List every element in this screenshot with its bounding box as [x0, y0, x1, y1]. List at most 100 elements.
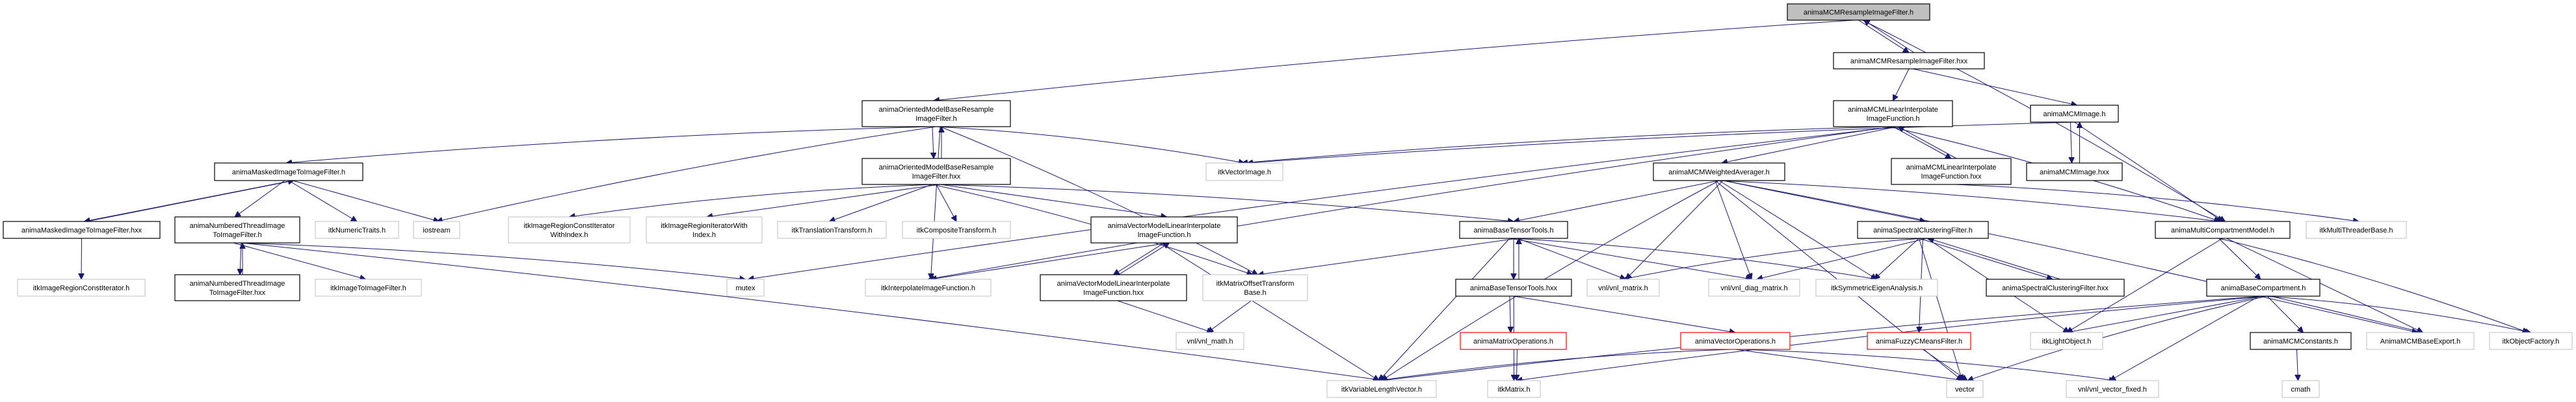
node-base-tensor-h[interactable]: animaBaseTensorTools.h	[1459, 221, 1568, 239]
node-vector[interactable]: vector	[1946, 380, 1984, 398]
edge-numbered_h-to-numbered_hxx	[240, 242, 241, 275]
node-masked-h[interactable]: animaMaskedImageToImageFilter.h	[214, 162, 363, 181]
node-box	[214, 162, 363, 181]
node-fuzzy-cmeans[interactable]: animaFuzzyCMeansFilter.h	[1867, 332, 1971, 350]
node-label: vnl/vnl_matrix.h	[1598, 284, 1648, 292]
node-mutex[interactable]: mutex	[726, 279, 765, 297]
node-base-compartment[interactable]: animaBaseCompartment.h	[2206, 279, 2320, 297]
node-vnl-vector-fixed[interactable]: vnl/vnl_vector_fixed.h	[2066, 380, 2159, 398]
node-spectral-hxx[interactable]: animaSpectralClusteringFilter.hxx	[1986, 279, 2125, 297]
node-multi-compartment[interactable]: animaMultiCompartmentModel.h	[2155, 221, 2291, 239]
node-vector-ops[interactable]: animaVectorOperations.h	[1680, 332, 1791, 350]
node-label: animaMaskedImageToImageFilter.h	[232, 169, 345, 177]
node-masked-hxx[interactable]: animaMaskedImageToImageFilter.hxx	[3, 221, 161, 239]
node-mcm-image-h[interactable]: animaMCMImage.h	[2030, 105, 2119, 123]
node-label: itkVectorImage.h	[1218, 169, 1271, 177]
node-itk-sym-eigen[interactable]: itkSymmetricEigenAnalysis.h	[1815, 279, 1938, 297]
edge-vector_model_hxx-to-vnl_math	[1117, 300, 1213, 333]
node-spectral-h[interactable]: animaSpectralClusteringFilter.h	[1857, 221, 1989, 239]
node-label: ImageFilter.hxx	[912, 173, 961, 181]
node-itk-multithreader[interactable]: itkMultiThreaderBase.h	[2306, 221, 2407, 239]
node-mcm-resample-hxx[interactable]: animaMCMResampleImageFilter.hxx	[1833, 52, 1985, 69]
node-box	[1459, 221, 1568, 239]
node-box	[1653, 162, 1785, 181]
edges-layer	[81, 20, 2531, 381]
node-iostream[interactable]: iostream	[413, 221, 460, 239]
node-mcm-resample-h[interactable]: animaMCMResampleImageFilter.h	[1787, 3, 1930, 21]
node-vector-model-h[interactable]: animaVectorModelLinearInterpolateImageFu…	[1090, 216, 1238, 244]
edge-oriented_h-to-itk_vector_image	[936, 126, 1244, 163]
node-vnl-diag-matrix[interactable]: vnl/vnl_diag_matrix.h	[1708, 279, 1800, 297]
node-label: animaMCMResampleImageFilter.h	[1804, 9, 1913, 17]
node-label: WithIndex.h	[550, 231, 588, 239]
node-itk-numeric-traits[interactable]: itkNumericTraits.h	[315, 221, 399, 239]
node-vnl-math[interactable]: vnl/vnl_math.h	[1176, 332, 1244, 350]
node-itk-var-length-vector[interactable]: itkVariableLengthVector.h	[1326, 380, 1437, 398]
node-box	[413, 221, 460, 239]
node-itk-light-object[interactable]: itkLightObject.h	[2030, 332, 2103, 350]
node-mcm-constants[interactable]: animaMCMConstants.h	[2250, 332, 2352, 350]
node-label: itkImageRegionConstIterator.h	[33, 284, 130, 292]
edge-masked_h-to-iostream	[292, 180, 440, 221]
edge-spectral_hxx-to-spectral_h	[1928, 238, 2061, 280]
edge-mcm_linear_hxx-to-mcm_linear_h	[1899, 127, 1957, 159]
edge-mcm_resample_hxx-to-mcm_resample_h	[1864, 20, 1915, 53]
node-box	[1455, 279, 1572, 297]
edge-oriented_hxx-to-vector_model_h	[940, 184, 1167, 217]
node-label: AnimaMCMBaseExport.h	[2380, 338, 2461, 345]
node-oriented-h[interactable]: animaOrientedModelBaseResampleImageFilte…	[861, 100, 1011, 127]
node-matrix-ops[interactable]: animaMatrixOperations.h	[1460, 332, 1567, 350]
edge-oriented_hxx-to-itk_translation	[830, 184, 933, 221]
node-label: itkMultiThreaderBase.h	[2319, 227, 2393, 234]
node-mcm-linear-hxx[interactable]: animaMCMLinearInterpolateImageFunction.h…	[1891, 158, 2012, 185]
node-itk-vector-image[interactable]: itkVectorImage.h	[1205, 162, 1283, 181]
node-mcm-base-export[interactable]: AnimaMCMBaseExport.h	[2366, 332, 2475, 350]
edge-base_compartment-to-itk_light_object	[2067, 295, 2264, 333]
node-itk-interpolate[interactable]: itkInterpolateImageFunction.h	[865, 279, 992, 297]
node-label: vector	[1955, 386, 1975, 394]
node-itk-composite[interactable]: itkCompositeTransform.h	[902, 221, 1011, 239]
node-vector-model-hxx[interactable]: animaVectorModelLinearInterpolateImageFu…	[1040, 274, 1187, 301]
node-vnl-matrix[interactable]: vnl/vnl_matrix.h	[1586, 279, 1660, 297]
node-itk-object-factory[interactable]: itkObjectFactory.h	[2489, 332, 2573, 350]
node-box	[174, 274, 300, 301]
edge-mcm_weighted-to-itk_var_length_vector	[1382, 180, 1720, 381]
node-box	[1680, 332, 1791, 350]
node-oriented-hxx[interactable]: animaOrientedModelBaseResampleImageFilte…	[861, 158, 1011, 185]
edge-mcm_weighted-to-itk_sym_eigen	[1718, 180, 1877, 279]
node-label: ImageFilter.h	[915, 115, 957, 123]
node-itk-image-to-image[interactable]: itkImageToImageFilter.h	[315, 279, 422, 297]
edge-mcm_weighted-to-vnl_matrix	[1626, 180, 1724, 279]
node-itk-region-const-iter[interactable]: itkImageRegionConstIterator.h	[17, 279, 146, 297]
node-mcm-weighted[interactable]: animaMCMWeightedAverager.h	[1653, 162, 1785, 181]
edge-masked_hxx-to-masked_h	[86, 181, 295, 222]
node-numbered-hxx[interactable]: animaNumberedThreadImageToImageFilter.hx…	[174, 274, 300, 301]
node-label: Index.h	[692, 231, 716, 239]
node-box	[861, 100, 1011, 127]
node-box	[1176, 332, 1244, 350]
node-label: animaMCMWeightedAverager.h	[1668, 169, 1770, 177]
edge-numbered_h-to-itk_image_to_image	[233, 242, 366, 279]
node-itk-translation[interactable]: itkTranslationTransform.h	[777, 221, 887, 239]
node-label: animaBaseCompartment.h	[2221, 284, 2306, 292]
node-box	[3, 221, 161, 239]
node-box	[865, 279, 992, 297]
node-base-tensor-hxx[interactable]: animaBaseTensorTools.hxx	[1455, 279, 1572, 297]
node-mcm-image-hxx[interactable]: animaMCMImage.hxx	[2026, 162, 2123, 181]
node-box	[2489, 332, 2573, 350]
edge-mcm_weighted-to-base_tensor_h	[1514, 180, 1720, 221]
node-label: itkNumericTraits.h	[328, 227, 386, 234]
edge-base_tensor_hxx-to-vector_ops	[1513, 295, 1735, 333]
node-label: animaMCMLinearInterpolate	[1906, 164, 1997, 171]
node-label: animaSpectralClusteringFilter.h	[1873, 227, 1973, 234]
node-itk-matrix[interactable]: itkMatrix.h	[1487, 380, 1541, 398]
edge-vector_model_h-to-itk_interpolate	[931, 242, 1168, 279]
node-cmath[interactable]: cmath	[2281, 380, 2320, 398]
edge-base_compartment-to-itk_object_factory	[2263, 295, 2531, 333]
edge-oriented_hxx-to-base_tensor_h	[936, 184, 1514, 221]
